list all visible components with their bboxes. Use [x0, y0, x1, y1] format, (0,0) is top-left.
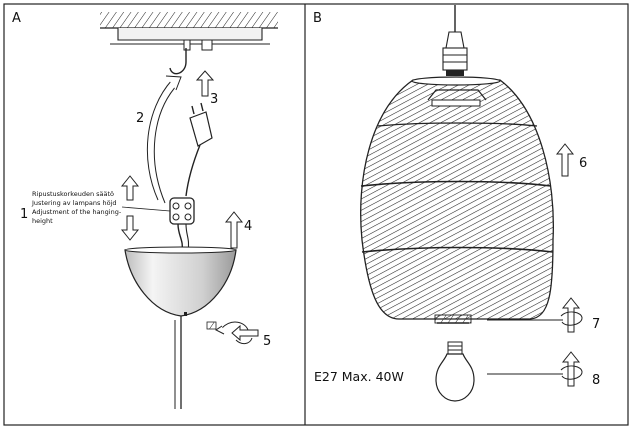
plug — [185, 102, 213, 197]
step-1-label: 1 — [20, 207, 28, 222]
light-bulb — [435, 341, 475, 402]
step-8-arrow — [560, 351, 583, 387]
step-6-label: 6 — [579, 156, 587, 171]
panel-a-label: A — [12, 11, 21, 26]
step-4-label: 4 — [244, 219, 252, 234]
step-7-label: 7 — [592, 317, 600, 332]
hanging-note-line2: Justering av lampans höjd — [31, 199, 117, 207]
hanging-note-line3: Adjustment of the hanging- — [32, 208, 122, 216]
height-adjust-arrow — [120, 175, 140, 241]
hanging-note-line4: height — [32, 217, 53, 225]
rattan-shade — [360, 76, 555, 320]
cord-adjuster — [169, 197, 195, 253]
step-5-arrow — [215, 321, 259, 345]
step-3-label: 3 — [210, 92, 218, 107]
step-3-arrow — [195, 70, 215, 97]
step-2-label: 2 — [136, 111, 144, 126]
step-6-arrow — [555, 143, 575, 177]
step-4-arrow — [224, 211, 244, 249]
ceiling — [100, 12, 278, 29]
outer-frame — [3, 3, 629, 426]
panel-a: A 3 2 — [12, 11, 278, 409]
ceiling-hook — [169, 48, 187, 75]
bulb-spec: E27 Max. 40W — [314, 369, 404, 384]
canopy — [124, 246, 237, 409]
lamp-socket — [442, 5, 468, 76]
set-screw — [206, 321, 217, 330]
panel-b: B 6 — [313, 5, 600, 402]
step-7-arrow — [560, 297, 583, 333]
ceiling-bracket — [110, 28, 270, 51]
hanging-note-line1: Ripustuskorkeuden säätö — [32, 190, 114, 198]
step-8-label: 8 — [592, 373, 600, 388]
hanging-note: Ripustuskorkeuden säätö Justering av lam… — [31, 190, 171, 225]
shade-ring — [434, 314, 472, 324]
step-2-arrow — [146, 75, 182, 204]
step-5-label: 5 — [263, 334, 271, 349]
panel-b-label: B — [313, 11, 322, 26]
